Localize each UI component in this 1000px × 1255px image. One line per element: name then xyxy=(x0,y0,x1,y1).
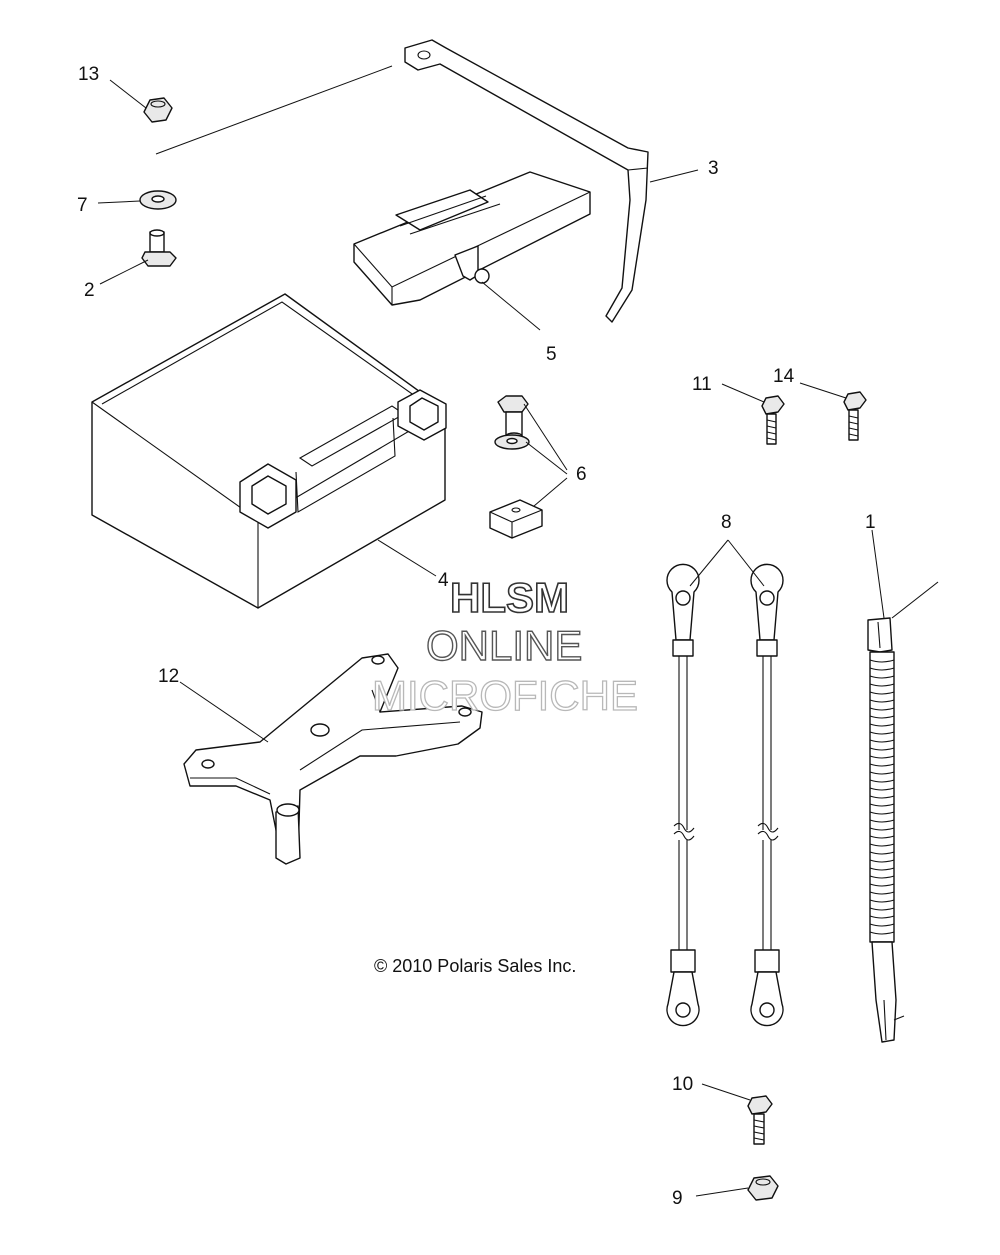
tube-rib xyxy=(869,803,895,807)
tube-rib xyxy=(869,747,895,751)
callout-7: 7 xyxy=(77,195,88,216)
bolt-2 xyxy=(141,229,177,267)
callout-10: 10 xyxy=(672,1074,693,1095)
flange-nut-13 xyxy=(143,97,173,123)
callout-4: 4 xyxy=(438,570,449,591)
tube-rib xyxy=(869,843,895,847)
callout-3: 3 xyxy=(708,158,719,179)
tube-rib xyxy=(869,779,895,783)
tube-rib xyxy=(869,707,895,711)
tube-rib xyxy=(869,763,895,767)
tube-rib xyxy=(869,851,895,855)
tube-rib xyxy=(869,819,895,823)
tube-rib xyxy=(869,835,895,839)
tube-rib xyxy=(869,811,895,815)
copyright-notice: © 2010 Polaris Sales Inc. xyxy=(374,956,576,976)
tube-rib xyxy=(869,923,895,927)
leader-lines xyxy=(97,65,885,1197)
battery-cable-right xyxy=(750,563,784,1027)
callout-2: 2 xyxy=(84,280,95,301)
watermark: HLSM ONLINE MICROFICHE xyxy=(371,573,638,719)
battery-bracket xyxy=(183,653,483,865)
screw-14 xyxy=(843,391,867,441)
callout-labels: 13 7 2 3 5 6 11 14 4 12 8 1 10 9 xyxy=(77,64,876,1209)
tube-rib xyxy=(869,907,895,911)
tube-rib xyxy=(869,771,895,775)
callout-1: 1 xyxy=(865,512,876,533)
tube-rib xyxy=(869,675,895,679)
callout-11: 11 xyxy=(692,374,712,395)
watermark-line-2: ONLINE xyxy=(426,622,582,669)
tube-rib xyxy=(869,795,895,799)
watermark-line-1: HLSM xyxy=(450,574,569,621)
tube-rib xyxy=(869,827,895,831)
vent-tube xyxy=(867,581,939,1043)
terminal-hardware-6 xyxy=(489,395,543,539)
tube-rib xyxy=(869,691,895,695)
callout-14: 14 xyxy=(773,366,795,387)
battery-plate xyxy=(353,171,591,306)
battery xyxy=(91,293,447,609)
tube-rib xyxy=(869,755,895,759)
watermark-line-3: MICROFICHE xyxy=(372,672,638,719)
tube-rib xyxy=(869,867,895,871)
tube-rib xyxy=(869,931,895,935)
tube-rib xyxy=(869,899,895,903)
tube-rib xyxy=(869,659,895,663)
callout-8: 8 xyxy=(721,512,732,533)
tube-rib xyxy=(869,715,895,719)
tube-rib xyxy=(869,891,895,895)
nut-9 xyxy=(747,1175,779,1201)
callout-9: 9 xyxy=(672,1188,683,1209)
screw-11 xyxy=(761,395,785,445)
screw-10 xyxy=(747,1095,773,1145)
callout-12: 12 xyxy=(158,666,179,687)
tube-rib xyxy=(869,699,895,703)
callout-5: 5 xyxy=(546,344,557,365)
tube-rib xyxy=(869,723,895,727)
tube-rib xyxy=(869,731,895,735)
tube-rib xyxy=(869,739,895,743)
battery-strap xyxy=(404,39,649,323)
washer-7 xyxy=(139,190,177,210)
tube-rib xyxy=(869,883,895,887)
battery-cable-left xyxy=(666,563,700,1027)
tube-rib xyxy=(869,667,895,671)
tube-rib xyxy=(869,787,895,791)
tube-rib xyxy=(869,915,895,919)
tube-rib xyxy=(869,683,895,687)
callout-6: 6 xyxy=(576,464,587,485)
callout-13: 13 xyxy=(78,64,99,85)
tube-rib xyxy=(869,875,895,879)
tube-rib xyxy=(869,859,895,863)
